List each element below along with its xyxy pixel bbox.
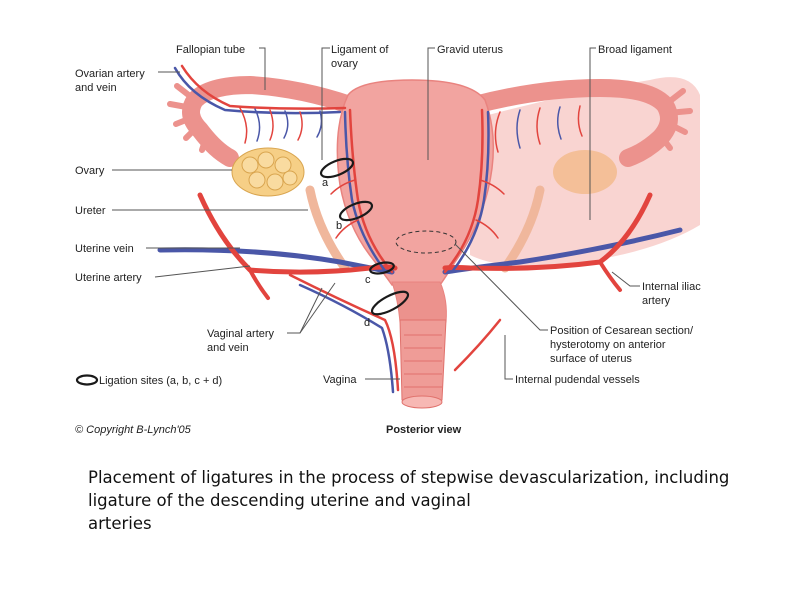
right-ovary <box>553 150 617 194</box>
caption-line-3: arteries <box>88 514 152 533</box>
legend-ligation-icon <box>75 374 99 386</box>
ligation-site-b <box>338 200 374 222</box>
left-ascending-uterine-artery <box>348 108 394 274</box>
label-ovarian-artery-1: Ovarian artery <box>75 68 145 80</box>
anatomy-artwork <box>157 64 700 409</box>
label-uterine-vein: Uterine vein <box>75 243 134 255</box>
ligation-letter-a: a <box>322 177 329 189</box>
ligation-site-d <box>370 290 410 316</box>
cesarean-incision-outline <box>395 230 457 254</box>
ligation-site-a <box>319 157 355 179</box>
label-vagina: Vagina <box>323 374 357 386</box>
label-internal-pudendal: Internal pudendal vessels <box>515 374 640 386</box>
label-vaginal-artery-1: Vaginal artery <box>207 328 275 340</box>
view-title: Posterior view <box>386 424 462 436</box>
leader-lines <box>112 47 640 380</box>
vaginal-opening <box>401 395 443 409</box>
label-ligament-of-ovary-1: Ligament of <box>331 44 389 56</box>
uterus-vasculature-diagram: a b c d Fallopian tube Ligament of ovary… <box>75 44 701 436</box>
label-uterine-artery: Uterine artery <box>75 272 142 284</box>
ligation-site-c <box>369 261 395 275</box>
right-ascending-uterine-vein <box>450 110 490 274</box>
label-cesarean-3: surface of uterus <box>550 353 632 365</box>
label-ligament-of-ovary-2: ovary <box>331 58 358 70</box>
label-ligation-sites: Ligation sites (a, b, c + d) <box>99 375 222 387</box>
right-fallopian-tube <box>466 78 678 167</box>
ligation-letter-d: d <box>364 317 370 329</box>
right-fimbriae <box>655 88 693 151</box>
left-ovary <box>231 147 305 197</box>
ovarian-vein <box>173 66 342 115</box>
label-cesarean-2: hysterotomy on anterior <box>550 339 666 351</box>
gravid-uterus <box>336 79 495 286</box>
cervix <box>391 281 447 323</box>
vaginal-rugae <box>404 334 442 388</box>
copyright-notice: © Copyright B-Lynch'05 <box>75 424 192 436</box>
label-ovary: Ovary <box>75 165 105 177</box>
left-fallopian-tube <box>182 75 359 167</box>
label-ureter: Ureter <box>75 205 106 217</box>
left-fimbriae <box>167 83 211 153</box>
label-ovarian-artery-2: and vein <box>75 82 117 94</box>
right-internal-iliac-artery <box>598 260 622 292</box>
label-internal-iliac-1: Internal iliac <box>642 281 701 293</box>
right-uterine-artery <box>442 192 653 271</box>
vagina-tube <box>399 319 447 407</box>
label-vaginal-artery-2: and vein <box>207 342 249 354</box>
ligation-letter-b: b <box>336 220 342 232</box>
caption-line-2: ligature of the descending uterine and v… <box>88 491 471 510</box>
branch-vessels <box>239 105 583 239</box>
label-cesarean-1: Position of Cesarean section/ <box>550 325 694 337</box>
internal-pudendal-vessel <box>453 318 502 372</box>
ligation-letter-c: c <box>365 274 371 286</box>
caption-line-1: Placement of ligatures in the process of… <box>88 468 730 487</box>
label-fallopian-tube: Fallopian tube <box>176 44 245 56</box>
vaginal-vein <box>298 283 395 394</box>
slide-caption: Placement of ligatures in the process of… <box>88 466 768 535</box>
left-internal-iliac-branch <box>248 268 270 300</box>
ovarian-artery <box>180 64 347 110</box>
label-internal-iliac-2: artery <box>642 295 671 307</box>
label-gravid-uterus: Gravid uterus <box>437 44 504 56</box>
right-ascending-uterine-artery <box>443 108 484 274</box>
left-ascending-uterine-vein <box>343 110 388 274</box>
label-broad-ligament: Broad ligament <box>598 44 672 56</box>
right-ureter <box>500 185 545 273</box>
vaginal-artery <box>288 273 400 392</box>
